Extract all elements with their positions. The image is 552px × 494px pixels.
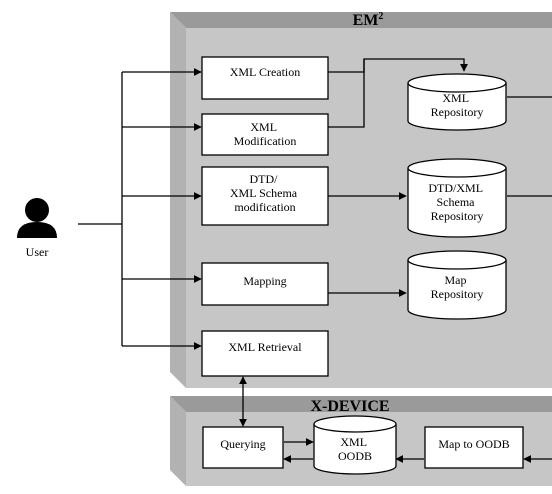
store-dtd-xml-schema-repository-line: Repository — [431, 209, 484, 223]
store-xml-oodb-top — [313, 415, 397, 433]
store-dtd-xml-schema-repository-body — [407, 168, 507, 238]
process-map-to-oodb-line: Map to OODB — [438, 437, 509, 451]
em2-title: EM2 — [353, 11, 384, 29]
process-dtd-schema-modification-line: DTD/ — [250, 172, 279, 186]
process-xml-modification-line: XML — [250, 120, 276, 134]
em2-panel-side — [170, 12, 186, 388]
store-xml-oodb: XML OODB — [313, 415, 397, 475]
process-dtd-schema-modification-line: XML Schema — [230, 186, 298, 200]
store-dtd-xml-schema-repository: DTD/XML Schema Repository — [407, 158, 507, 238]
process-mapping-line: Mapping — [243, 274, 286, 288]
process-xml-creation-line: XML Creation — [230, 65, 301, 79]
process-querying-line: Querying — [220, 437, 265, 451]
process-mapping: Mapping — [201, 262, 329, 306]
process-dtd-schema-modification-box — [201, 166, 329, 226]
user-body-icon — [17, 222, 57, 238]
process-dtd-schema-modification: DTD/ XML Schema modification — [201, 166, 329, 226]
store-map-repository-line: Repository — [431, 287, 484, 301]
process-dtd-schema-modification-line: modification — [234, 200, 295, 214]
xdevice-title: X-DEVICE — [310, 398, 389, 415]
store-xml-repository-label: XML Repository — [431, 91, 484, 119]
process-querying: Querying — [202, 426, 284, 469]
connectors — [78, 58, 552, 463]
process-xml-modification-label: XML Modification — [234, 120, 297, 148]
process-dtd-schema-modification-label: DTD/ XML Schema modification — [230, 172, 300, 214]
store-dtd-xml-schema-repository-top — [407, 158, 507, 178]
xdevice-panel-side — [170, 396, 186, 486]
store-map-repository: Map Repository — [407, 250, 507, 320]
store-map-repository-body — [407, 260, 507, 320]
process-xml-creation-box — [201, 56, 329, 100]
process-mapping-label: Mapping — [243, 274, 286, 288]
process-xml-retrieval: XML Retrieval — [201, 330, 329, 377]
em2-title-superscript: 2 — [378, 11, 383, 22]
xdevice-panel-top — [170, 396, 552, 412]
store-xml-repository-body — [407, 83, 507, 131]
process-xml-creation-label: XML Creation — [230, 65, 301, 79]
store-dtd-xml-schema-repository-line: Schema — [437, 195, 476, 209]
store-xml-repository-line: Repository — [431, 105, 484, 119]
user-head-icon — [25, 198, 49, 222]
store-map-repository-label: Map Repository — [431, 273, 484, 301]
em2-title-main: EM — [353, 12, 379, 29]
store-xml-oodb-line: OODB — [338, 449, 372, 463]
process-xml-retrieval-label: XML Retrieval — [228, 340, 302, 354]
process-map-to-oodb: Map to OODB — [424, 426, 524, 469]
line-xml-modification-to-repository — [328, 59, 365, 128]
process-querying-label: Querying — [220, 437, 265, 451]
process-xml-creation: XML Creation — [201, 56, 329, 100]
process-xml-retrieval-line: XML Retrieval — [228, 340, 302, 354]
store-xml-repository-top — [407, 73, 507, 93]
store-dtd-xml-schema-repository-label: DTD/XML Schema Repository — [428, 181, 485, 223]
store-map-repository-top — [407, 250, 507, 270]
store-xml-repository-line: XML — [442, 91, 468, 105]
store-xml-oodb-body — [313, 424, 397, 475]
store-xml-oodb-label: XML OODB — [338, 435, 372, 463]
process-xml-modification-line: Modification — [234, 134, 297, 148]
user-actor: User — [17, 198, 57, 259]
store-dtd-xml-schema-repository-line: DTD/XML — [428, 181, 482, 195]
store-map-repository-line: Map — [445, 273, 467, 287]
process-map-to-oodb-label: Map to OODB — [438, 437, 509, 451]
process-map-to-oodb-box — [424, 426, 524, 469]
process-querying-box — [202, 426, 284, 469]
em2-panel-top — [170, 12, 552, 28]
process-xml-retrieval-box — [201, 330, 329, 377]
process-xml-modification-box — [201, 113, 329, 156]
store-xml-oodb-line: XML — [340, 435, 366, 449]
store-xml-repository: XML Repository — [407, 73, 507, 131]
process-mapping-box — [201, 262, 329, 306]
process-xml-modification: XML Modification — [201, 113, 329, 156]
user-label: User — [26, 245, 49, 259]
